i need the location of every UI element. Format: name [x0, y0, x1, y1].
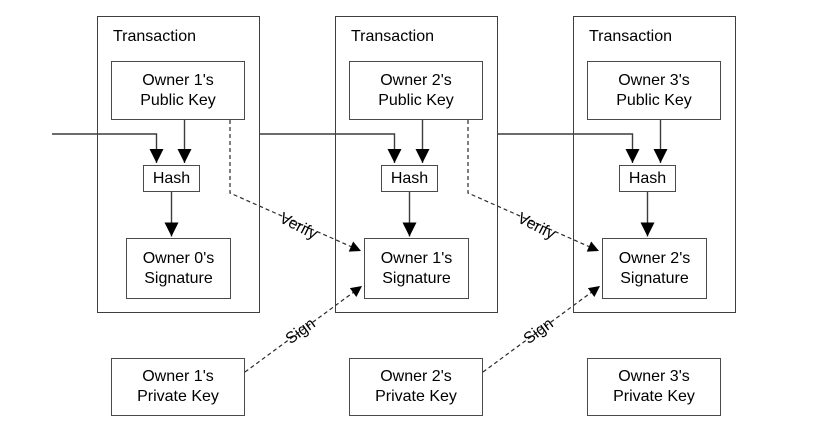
signature-1-line2: Signature [144, 269, 213, 287]
signature-3-box: Owner 2's Signature [602, 238, 707, 299]
public-key-3-box: Owner 3's Public Key [587, 61, 721, 120]
transaction-3-box: Transaction [573, 16, 736, 313]
hash-3-box: Hash [619, 165, 676, 192]
sign-arrow-2 [482, 285, 601, 373]
transaction-1-box: Transaction [97, 16, 260, 313]
chain-line-into-tx1 [52, 133, 164, 163]
public-key-1-line1: Owner 1's [142, 71, 214, 89]
transaction-1-label: Transaction [113, 28, 196, 45]
private-key-2-box: Owner 2's Private Key [349, 358, 483, 416]
public-key-1-box: Owner 1's Public Key [111, 61, 245, 120]
signature-3-line2: Signature [620, 269, 689, 287]
public-key-2-box: Owner 2's Public Key [349, 61, 483, 120]
private-key-3-line1: Owner 3's [618, 368, 690, 385]
transaction-2-box: Transaction [335, 16, 498, 313]
hash-1-box: Hash [143, 165, 200, 192]
chain-line-tx2-to-tx3 [498, 133, 640, 163]
public-key-2-line2: Public Key [378, 91, 454, 109]
private-key-3-box: Owner 3's Private Key [587, 358, 721, 416]
signature-1-line1: Owner 0's [142, 249, 215, 267]
hash-2-box: Hash [381, 165, 438, 192]
private-key-1-box: Owner 1's Private Key [111, 358, 245, 416]
private-key-2-line1: Owner 2's [380, 368, 452, 385]
hash-2-label: Hash [390, 169, 429, 187]
hash-1-label: Hash [152, 169, 191, 187]
private-key-1-line1: Owner 1's [142, 368, 214, 385]
private-key-1-line2: Private Key [137, 388, 219, 405]
chain-line-tx1-to-tx2 [260, 133, 402, 163]
private-key-2-line2: Private Key [375, 388, 457, 405]
signature-2-line1: Owner 1's [380, 249, 453, 267]
transaction-3-label: Transaction [589, 28, 672, 45]
private-key-3-line2: Private Key [613, 388, 695, 405]
sign-arrow-1 [244, 285, 363, 373]
public-key-3-line1: Owner 3's [618, 71, 690, 89]
public-key-3-line2: Public Key [616, 91, 692, 109]
signature-2-box: Owner 1's Signature [364, 238, 469, 299]
signature-1-box: Owner 0's Signature [126, 238, 231, 299]
transaction-2-label: Transaction [351, 28, 434, 45]
public-key-2-line1: Owner 2's [380, 71, 452, 89]
signature-3-line1: Owner 2's [618, 249, 691, 267]
verify-arrow-1 [229, 120, 362, 252]
hash-3-label: Hash [628, 169, 667, 187]
public-key-1-line2: Public Key [140, 91, 216, 109]
signature-2-line2: Signature [382, 269, 451, 287]
verify-arrow-2 [467, 120, 600, 252]
